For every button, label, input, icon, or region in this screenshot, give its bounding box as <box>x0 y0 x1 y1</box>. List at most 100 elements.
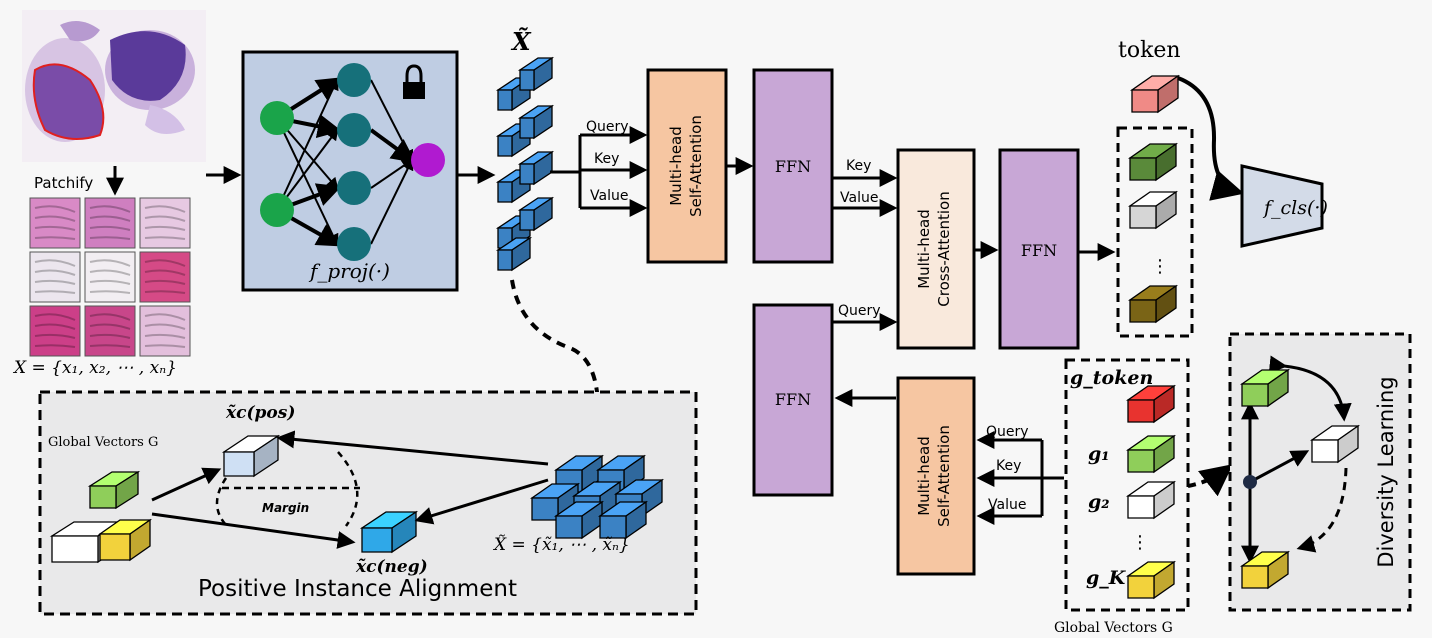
mhsa-1-line1: Multi-head <box>667 126 685 206</box>
output-tokens-box <box>1116 126 1194 338</box>
patch-texture-4-2 <box>34 269 76 276</box>
g2-label: g₂ <box>1088 491 1110 513</box>
ffn-block-1: FFN <box>752 68 834 264</box>
patch-texture-8-4 <box>89 344 131 348</box>
token-label: token <box>1118 38 1181 63</box>
div-yellow-cube <box>1239 550 1291 590</box>
token-cube <box>1129 74 1181 114</box>
patch-texture-9-3 <box>144 333 186 339</box>
output-cube-2 <box>1127 190 1179 230</box>
pia-instance-cube-3-front <box>531 497 559 521</box>
neg-instance-label: x̃c(neg) <box>355 557 428 577</box>
patch-texture-2-2 <box>89 215 131 222</box>
patch-texture-4-3 <box>34 279 76 285</box>
classifier-block: f_cls(·) <box>1240 164 1328 248</box>
patch-texture-6-2 <box>144 269 186 276</box>
wsi-thumbnail <box>22 10 206 162</box>
hidden-node-4 <box>337 227 371 261</box>
cross-attention-block: Multi-head Cross-Attention <box>896 148 976 350</box>
patch-texture-1-2 <box>34 215 76 222</box>
key-label-2: Key <box>846 158 871 174</box>
embedding-cube-8-front <box>519 209 535 231</box>
lock-icon <box>403 64 425 99</box>
patch-texture-1-3 <box>34 225 76 231</box>
embedding-cube-5-front <box>497 181 513 203</box>
g1-label: g₁ <box>1088 443 1110 465</box>
pia-yellow-cube-front <box>99 533 131 561</box>
pia-pos-cube-front <box>223 451 255 477</box>
query-label-3: Query <box>986 424 1029 440</box>
pia-green-cube-front <box>89 485 117 509</box>
output-node <box>411 143 445 177</box>
hidden-node-2 <box>337 113 371 147</box>
input-node-1 <box>260 101 294 135</box>
div-green-cube <box>1239 368 1291 408</box>
patch-texture-7-2 <box>34 323 76 330</box>
patch-texture-3-1 <box>144 205 186 213</box>
pia-green-cube <box>87 470 141 510</box>
pia-white-cube-front <box>51 535 99 563</box>
global-ellipsis: ⋮ <box>1131 532 1149 553</box>
nn-edge-h2-out <box>369 128 416 163</box>
diversity-center-node <box>1243 475 1257 489</box>
patch-texture-9-2 <box>144 323 186 330</box>
embedding-cube-6 <box>517 150 555 186</box>
patch-texture-9-4 <box>144 344 186 348</box>
pia-yellow-cube <box>97 518 153 562</box>
output-cube-1-front <box>1129 157 1157 181</box>
x-tilde-label: X̃ <box>510 27 532 56</box>
nn-edge-in1-h4 <box>276 117 339 247</box>
patch-texture-5-2 <box>89 269 131 276</box>
patch-texture-4-4 <box>34 290 76 294</box>
embedding-cube-5 <box>495 168 533 204</box>
patch-texture-7-3 <box>34 333 76 339</box>
embedding-cube-4 <box>517 104 555 140</box>
g-token-cube-front <box>1127 399 1155 423</box>
ffn-block-2: FFN <box>998 148 1080 350</box>
g2-cube-front <box>1127 495 1155 519</box>
mhsa-1-line2: Self-Attention <box>687 115 705 217</box>
mhsa-block-2: Multi-head Self-Attention <box>896 376 976 576</box>
diversity-learning-block: Diversity Learning <box>1228 332 1412 612</box>
ffn-1-label: FFN <box>775 157 811 176</box>
output-cube-1 <box>1127 142 1179 182</box>
patch-texture-8-2 <box>89 323 131 330</box>
nn-edge-h4-out <box>370 157 414 245</box>
embedding-cube-6-front <box>519 163 535 185</box>
cls-label: f_cls(·) <box>1262 197 1328 219</box>
input-node-2 <box>260 193 294 227</box>
x-set-label: X̃ = {x̃₁, ⋯ , x̃ₙ} <box>492 535 630 555</box>
pia-neg-cube-front <box>361 527 393 553</box>
embedding-cube-4-front <box>519 117 535 139</box>
patch-texture-7-1 <box>34 313 76 321</box>
patch-texture-5-4 <box>89 290 131 294</box>
patch-texture-3-3 <box>144 225 186 231</box>
g-token-label: g_token <box>1070 367 1153 389</box>
patch-texture-6-4 <box>144 290 186 294</box>
global-vectors-caption: Global Vectors G <box>1054 620 1173 636</box>
patch-texture-9-1 <box>144 313 186 321</box>
patch-texture-8-3 <box>89 333 131 339</box>
patch-texture-5-3 <box>89 279 131 285</box>
query-label-2: Query <box>838 303 881 319</box>
mhsa-2-line2: Self-Attention <box>935 425 953 527</box>
div-yellow-cube-front <box>1241 565 1269 589</box>
token-to-cls-arrow <box>1177 76 1245 201</box>
pia-instance-cube-7 <box>597 500 649 540</box>
pia-pos-cube <box>221 434 281 478</box>
global-vector-stack <box>1125 384 1177 600</box>
positive-instance-alignment-block: Positive Instance Alignment Global Vecto… <box>38 390 698 616</box>
pia-instance-cube-6 <box>553 500 605 540</box>
key-label-1: Key <box>594 151 619 167</box>
output-cube-3-front <box>1129 299 1157 323</box>
token-cube-front <box>1131 89 1159 113</box>
gK-cube <box>1125 560 1177 600</box>
pia-cubes <box>49 434 665 564</box>
diversity-label: Diversity Learning <box>1374 376 1398 567</box>
projector-label: f_proj(·) <box>308 259 390 283</box>
mhsa-2-line1: Multi-head <box>915 436 933 516</box>
g2-cube <box>1125 480 1177 520</box>
patch-texture-3-4 <box>144 236 186 240</box>
